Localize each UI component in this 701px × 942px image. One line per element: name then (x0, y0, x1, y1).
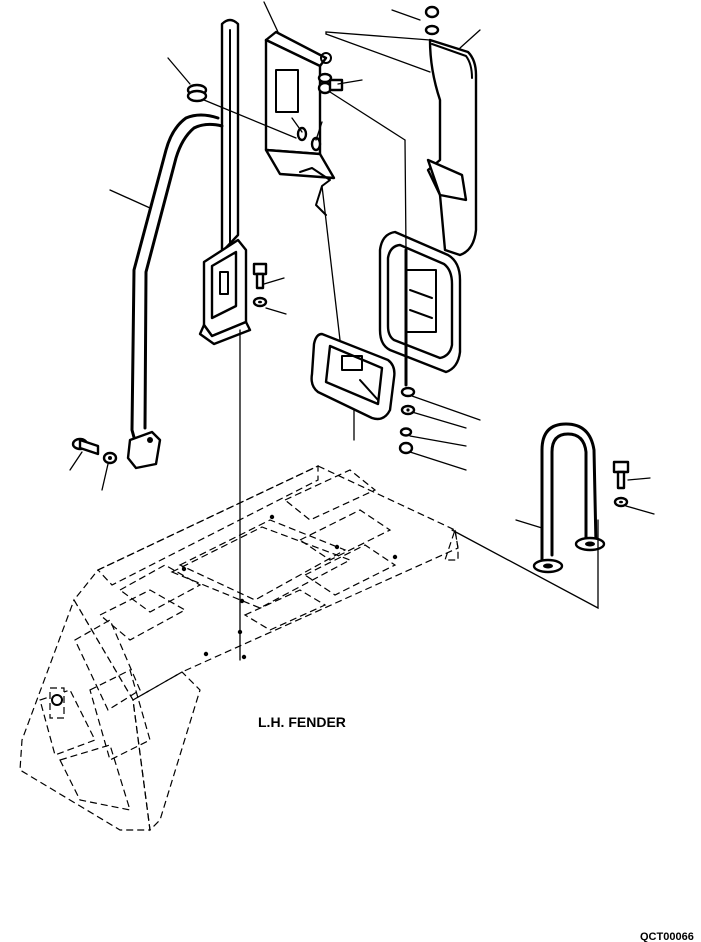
lamp-cover (426, 38, 478, 257)
bracket-screws (296, 126, 322, 152)
pole-bolt (252, 262, 268, 308)
grab-handle (532, 422, 606, 574)
lamp-washers (398, 386, 416, 455)
lamp-pole (198, 18, 252, 346)
hand-rail (126, 113, 224, 470)
lh-fender (19, 465, 459, 832)
rail-bolt (71, 437, 118, 465)
lamp-body (378, 230, 462, 387)
clip (186, 83, 208, 103)
bracket-nut (317, 72, 344, 95)
lamp-bracket (264, 30, 336, 216)
handle-bolt (612, 460, 630, 508)
fasteners (71, 5, 630, 508)
lamp-lens (310, 332, 396, 421)
fender-label: L.H. FENDER (258, 714, 346, 730)
top-bolt (424, 5, 440, 36)
drawing-code: QCT00066 (640, 931, 694, 942)
leader-lines (69, 1, 655, 610)
